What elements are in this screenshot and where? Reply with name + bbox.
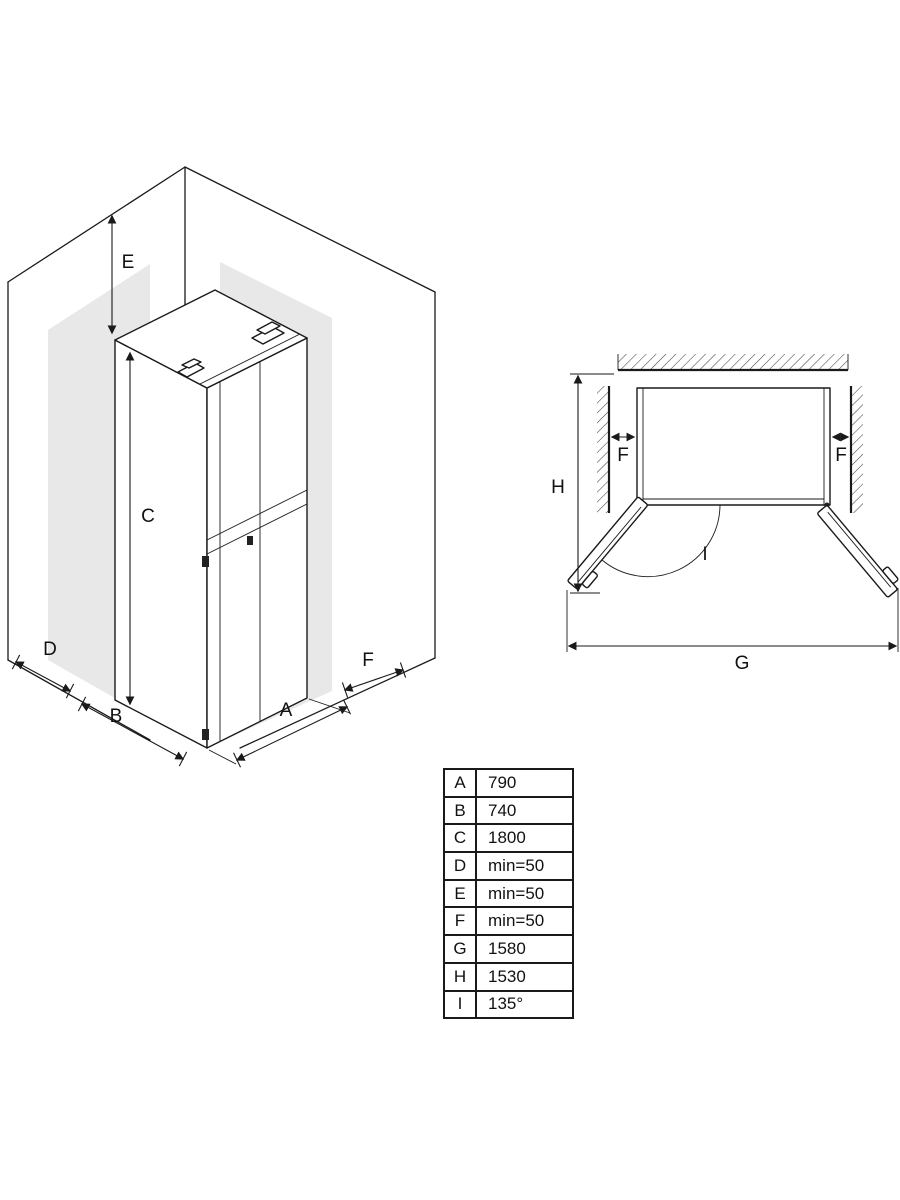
dim-e-label: E (122, 252, 135, 273)
table-row: E min=50 (443, 878, 574, 909)
door-top-band (199, 333, 301, 385)
dim-key-cell: B (443, 795, 477, 826)
dim-f-tick-2 (399, 662, 407, 678)
handle-mark-2 (247, 536, 253, 545)
dim-a-label: A (280, 700, 293, 721)
table-row: F min=50 (443, 906, 574, 937)
dim-b-label: B (110, 706, 123, 727)
dim-a-tick-2 (343, 699, 351, 715)
hinge-cover-left (177, 358, 205, 378)
dim-value-cell: min=50 (475, 851, 574, 881)
table-row: C 1800 (443, 823, 574, 854)
dim-value-cell: 135° (475, 989, 574, 1020)
table-row: H 1530 (443, 961, 574, 992)
fridge-iso (114, 289, 308, 749)
fridge-side-face (114, 339, 208, 749)
dim-value-cell: min=50 (475, 878, 574, 909)
iso-dimensions: E C D B A F (11, 214, 407, 768)
dim-key-cell: E (443, 878, 477, 909)
dim-d-arrow (14, 661, 72, 692)
dim-f-right-label: F (835, 445, 847, 466)
dimension-table: A 790 B 740 C 1800 D min=50 E min=50 F m… (443, 768, 574, 1020)
left-wall-top-edge (7, 166, 186, 283)
dim-value-cell: 1800 (475, 823, 574, 854)
dim-key-cell: H (443, 961, 477, 992)
drawer-seam-lower (206, 503, 308, 555)
dim-f-left-label: F (617, 445, 629, 466)
dim-key-cell: C (443, 823, 477, 854)
back-wall-hatch (618, 354, 848, 370)
left-door-panel (567, 496, 648, 590)
dim-c-label: C (141, 506, 155, 527)
right-wall-top-edge (184, 166, 436, 293)
table-row: G 1580 (443, 934, 574, 964)
dim-value-cell: 740 (475, 795, 574, 826)
dim-f-label: F (362, 650, 374, 671)
table-row: I 135° (443, 989, 574, 1020)
right-door-open (817, 505, 899, 598)
fridge-top-face (114, 289, 308, 389)
dim-key-cell: G (443, 934, 477, 964)
dim-value-cell: 790 (475, 768, 574, 798)
dim-d-label: D (43, 639, 57, 660)
witness-a-right (308, 698, 351, 714)
dim-h-label: H (551, 477, 565, 498)
dim-value-cell: 1580 (475, 934, 574, 964)
table-row: B 740 (443, 795, 574, 826)
dim-i-label: I (702, 544, 707, 565)
dim-key-cell: I (443, 989, 477, 1020)
table-row: D min=50 (443, 851, 574, 881)
drawer-seam-upper (206, 489, 308, 541)
dim-a-tick-1 (233, 752, 241, 768)
dim-key-cell: D (443, 851, 477, 881)
handle-mark (202, 556, 209, 567)
dim-a-arrow (235, 706, 349, 761)
right-door-detail (827, 511, 892, 588)
witness-a-left (208, 749, 237, 765)
dim-f-arrow (343, 668, 405, 692)
door-swing-arc (601, 504, 721, 578)
dim-b-tick-2 (178, 751, 188, 767)
left-door-detail (577, 506, 642, 583)
right-door-handle (882, 566, 899, 584)
dim-f-tick-1 (341, 682, 349, 698)
left-door-handle (581, 570, 598, 589)
hinge-cover-right (251, 321, 285, 345)
fridge-plan (636, 387, 831, 508)
plan-dimensions: F F H G (551, 373, 899, 674)
left-wall-hatch (597, 386, 609, 513)
foot-mark (202, 729, 209, 740)
dim-d-tick-1 (11, 654, 21, 670)
dim-key-cell: A (443, 768, 477, 798)
dim-value-cell: min=50 (475, 906, 574, 937)
dim-b-tick-1 (77, 696, 87, 712)
cabinet-outline (636, 387, 831, 506)
right-wall-hatch (851, 386, 863, 513)
dim-key-cell: F (443, 906, 477, 937)
fridge-front-face (206, 337, 308, 749)
plan-walls (597, 354, 863, 513)
dim-value-cell: 1530 (475, 961, 574, 992)
iso-view: E C D B A F (7, 166, 436, 768)
table-row: A 790 (443, 768, 574, 798)
right-door-panel (817, 505, 898, 598)
left-door-open (567, 496, 648, 590)
dim-g-label: G (735, 653, 750, 674)
dim-d-tick-2 (65, 683, 75, 699)
dim-b-arrow (80, 703, 185, 760)
plan-view: I F F H G (551, 354, 899, 674)
